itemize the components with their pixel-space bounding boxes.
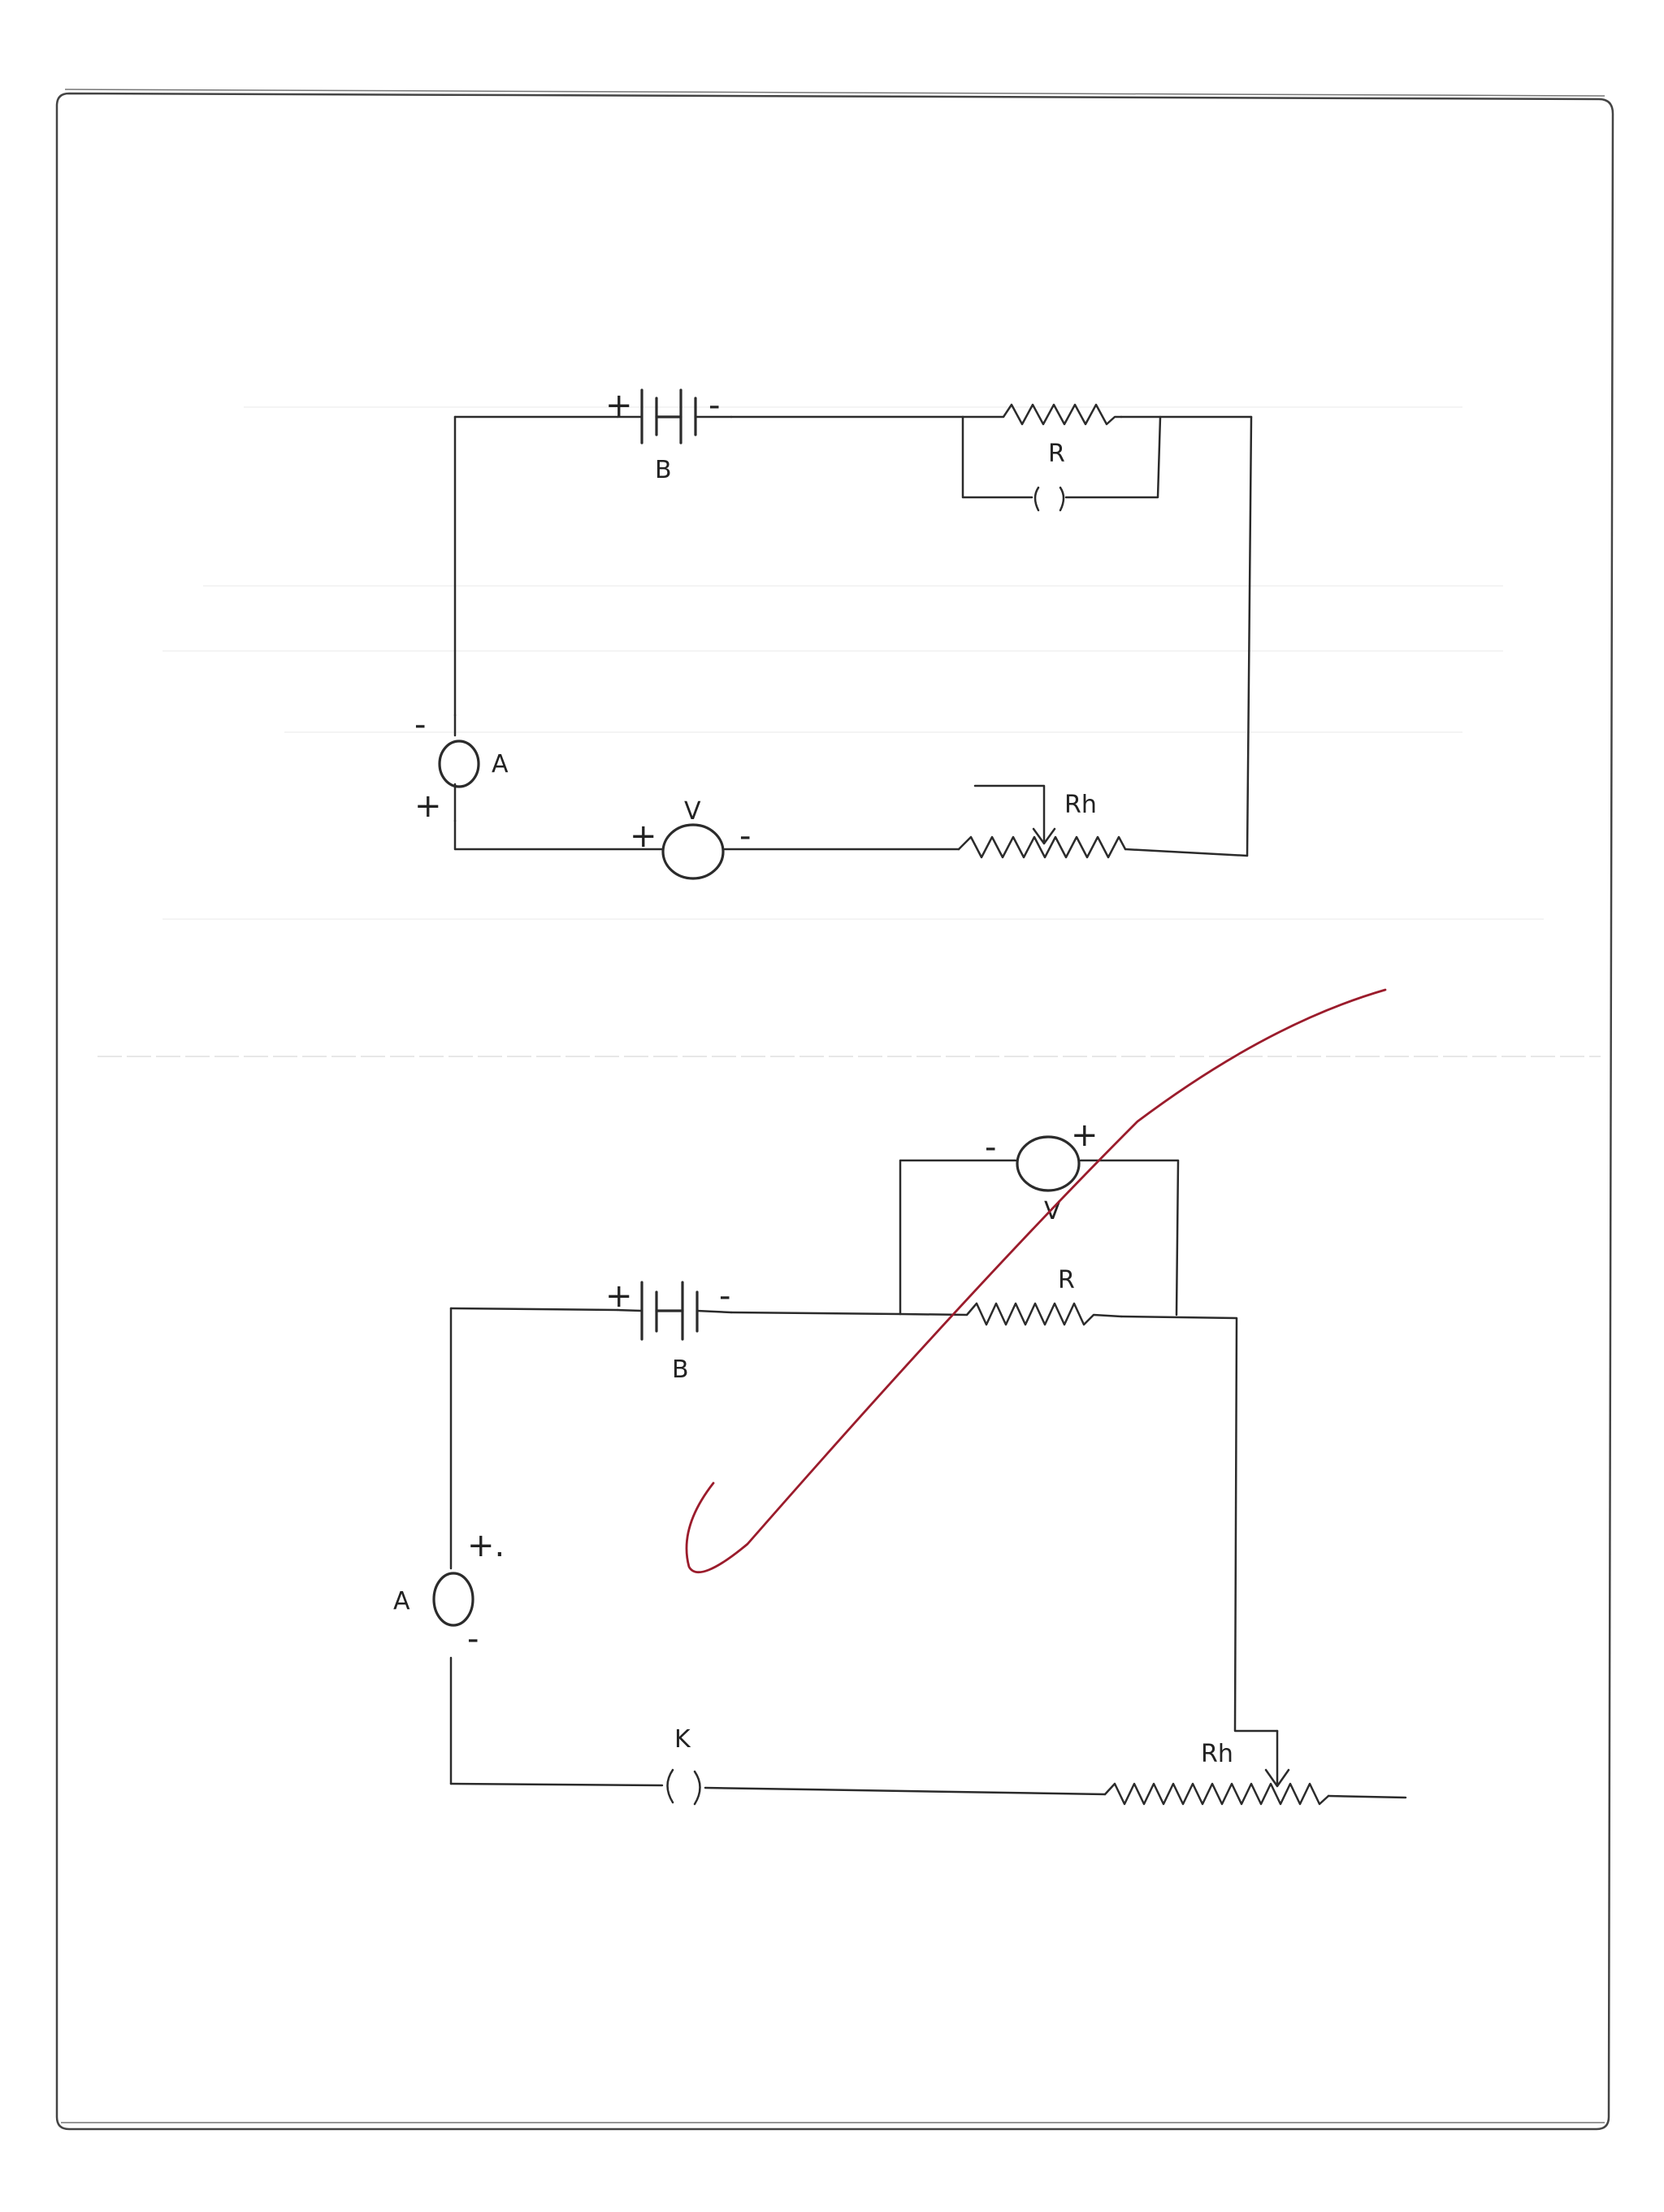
c1-rheostat: Rh [957,784,1127,859]
bleed-through-text [98,406,1601,1057]
circuit-1: + - B R - + A + - V [414,387,1253,880]
c2-voltmeter-circle [1016,1135,1081,1192]
c1-ammeter-plus: + [414,787,442,825]
c2-battery-label: B [672,1355,689,1384]
c1-voltmeter-label: V [684,797,701,826]
c2-ammeter-label: A [393,1587,410,1616]
c2-resistor-label: R [1058,1266,1075,1295]
c2-key-label: K [674,1725,691,1754]
c1-ammeter-circle [438,740,480,788]
c2-ammeter-circle [432,1572,474,1627]
c2-ammeter-minus: - [467,1620,479,1658]
c2-voltmeter-plus: + [1071,1117,1098,1154]
c2-battery-plus: + [605,1277,633,1315]
c2-resistor: R [899,1159,1180,1326]
c1-rheostat-label: Rh [1064,791,1097,819]
c2-rheostat: Rh [1103,1729,1330,1806]
c2-wire-top [449,1307,902,1316]
c1-battery: + - B [605,387,733,484]
c1-ammeter-label: A [492,750,509,779]
c2-wire-top-right [1120,1315,1279,1733]
c2-wire-bottom [449,1782,1407,1799]
correction-mark [685,988,1387,1574]
c1-voltmeter: + - V [630,797,751,880]
c1-battery-label: B [655,456,672,484]
c1-wire-right [1246,415,1253,857]
c1-wire-bottom [453,819,1249,857]
c2-voltmeter-minus: - [985,1129,996,1166]
c1-voltmeter-plus: + [630,818,657,855]
c2-key: K [666,1725,701,1806]
c2-battery: + - B [605,1277,733,1384]
c2-rheostat-label: Rh [1201,1740,1233,1768]
c1-ammeter: - + A [414,706,509,825]
page-border [55,89,1614,2131]
c2-voltmeter: - + V [985,1117,1098,1225]
c1-battery-plus: + [605,387,633,424]
c1-resistor: R [961,403,1162,512]
c2-ammeter: +. - A [393,1527,505,1658]
c1-voltmeter-circle [661,823,725,880]
c2-battery-minus: - [719,1277,730,1315]
c1-voltmeter-minus: - [739,818,751,855]
c1-ammeter-minus: - [414,706,426,744]
c2-ammeter-plus: +. [467,1527,505,1564]
c1-resistor-label: R [1048,440,1065,468]
circuit-2: + - B R - + V +. - A K [393,1117,1407,1806]
c1-battery-minus: - [708,387,720,424]
